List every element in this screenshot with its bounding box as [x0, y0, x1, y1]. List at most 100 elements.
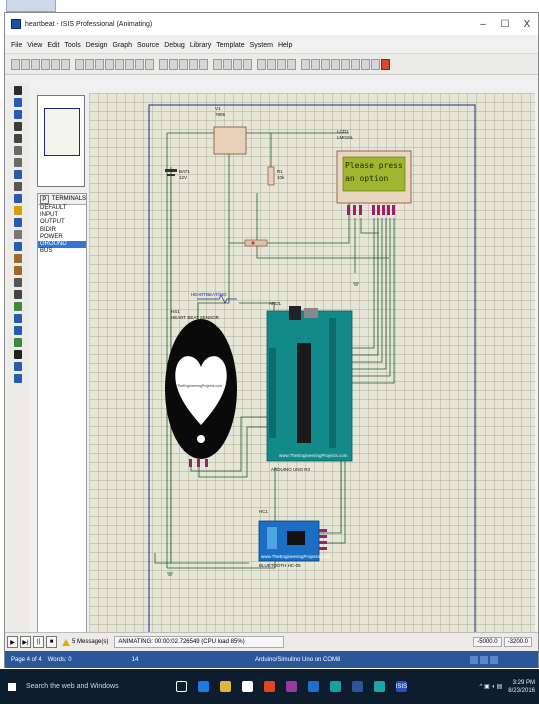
subcircuit-icon[interactable]: [14, 182, 22, 191]
rotate-cw-icon[interactable]: [14, 98, 22, 107]
bom-icon[interactable]: [361, 58, 370, 70]
task-view-icon[interactable]: [176, 681, 187, 692]
save-icon[interactable]: [31, 58, 40, 70]
read-mode-icon[interactable]: [470, 655, 478, 664]
print-icon[interactable]: [61, 58, 70, 70]
menu-view[interactable]: View: [27, 42, 43, 49]
block-move-icon[interactable]: [223, 58, 232, 70]
terminal-item-bus[interactable]: BUS: [40, 248, 53, 255]
menu-tools[interactable]: Tools: [64, 42, 81, 49]
new-sheet-icon[interactable]: [331, 58, 340, 70]
grid-icon[interactable]: [85, 58, 94, 70]
stop-button[interactable]: ■: [46, 636, 57, 648]
zoom-area-icon[interactable]: [145, 58, 154, 70]
junction-icon[interactable]: [14, 134, 22, 143]
web-layout-icon[interactable]: [490, 655, 498, 664]
terminal-item-ground[interactable]: GROUND: [38, 240, 86, 249]
search-tag-icon[interactable]: [311, 58, 320, 70]
zoom-in-icon[interactable]: [115, 58, 124, 70]
taskbar-search[interactable]: Search the web and Windows: [26, 683, 119, 690]
bus-icon[interactable]: [14, 170, 22, 179]
title-bar[interactable]: heartbeat - ISIS Professional (Animating…: [5, 13, 538, 35]
menu-graph[interactable]: Graph: [112, 42, 132, 49]
schematic-canvas[interactable]: V1 7805 BAT1 12V R1 10k Please press an …: [89, 93, 535, 641]
winrar-icon[interactable]: [286, 681, 297, 692]
pick-devices-button[interactable]: P: [40, 194, 49, 204]
terminal-item-default[interactable]: DEFAULT: [40, 205, 67, 211]
undo-icon[interactable]: [159, 58, 168, 70]
menu-edit[interactable]: Edit: [47, 42, 60, 49]
word-word-count[interactable]: Words: 0: [47, 656, 72, 663]
export-icon[interactable]: [51, 58, 60, 70]
isis-taskbar-icon[interactable]: ISIS: [396, 681, 407, 692]
redo-icon[interactable]: [169, 58, 178, 70]
new-file-icon[interactable]: [11, 58, 20, 70]
decompose-icon[interactable]: [287, 58, 296, 70]
tray-icons[interactable]: ^ ▣ ◖ ▤: [479, 684, 503, 690]
block-delete-icon[interactable]: [243, 58, 252, 70]
file-explorer-icon[interactable]: [220, 681, 231, 692]
block-copy-icon[interactable]: [213, 58, 222, 70]
terminal-item-power[interactable]: POWER: [40, 233, 63, 240]
device-pins-icon[interactable]: [14, 206, 22, 215]
cut-icon[interactable]: [179, 58, 188, 70]
exit-to-parent-icon[interactable]: [351, 58, 360, 70]
ares-taskbar-icon[interactable]: [374, 681, 385, 692]
path-icon[interactable]: [14, 338, 22, 347]
terminals-icon[interactable]: [14, 194, 22, 203]
arc-icon[interactable]: [14, 326, 22, 335]
menu-help[interactable]: Help: [277, 42, 293, 49]
pick-device-icon[interactable]: [257, 58, 266, 70]
graph-icon[interactable]: [14, 218, 22, 227]
symbol-icon[interactable]: [14, 362, 22, 371]
make-device-icon[interactable]: [267, 58, 276, 70]
close-button[interactable]: X: [523, 18, 531, 30]
office-icon[interactable]: [264, 681, 275, 692]
text-icon[interactable]: [14, 350, 22, 359]
selection-mode-icon[interactable]: [14, 86, 22, 95]
menu-file[interactable]: File: [11, 42, 23, 49]
ares-icon[interactable]: [381, 58, 390, 70]
menu-debug[interactable]: Debug: [164, 42, 185, 49]
word-icon[interactable]: [352, 681, 363, 692]
terminal-item-output[interactable]: OUTPUT: [40, 219, 65, 226]
message-indicator[interactable]: 5 Message(s): [62, 638, 108, 646]
arduino-icon[interactable]: [330, 681, 341, 692]
pause-button[interactable]: ||: [33, 636, 44, 648]
copy-icon[interactable]: [189, 58, 198, 70]
taskbar-clock[interactable]: 3:29 PM 8/23/2016: [508, 679, 535, 695]
maximize-button[interactable]: ☐: [500, 18, 510, 30]
overview-window[interactable]: [37, 95, 85, 187]
play-button[interactable]: ▶: [7, 636, 18, 648]
outlook-icon[interactable]: [308, 681, 319, 692]
refresh-icon[interactable]: [75, 58, 84, 70]
rotate-ccw-icon[interactable]: [14, 110, 22, 119]
generator-icon[interactable]: [14, 242, 22, 251]
tape-recorder-icon[interactable]: [14, 230, 22, 239]
menu-source[interactable]: Source: [137, 42, 160, 49]
terminal-item-bidir[interactable]: BIDIR: [40, 226, 57, 233]
menu-system[interactable]: System: [249, 42, 273, 49]
windows-start-icon[interactable]: [8, 682, 16, 691]
block-rotate-icon[interactable]: [233, 58, 242, 70]
word-page-count[interactable]: Page 4 of 4: [11, 656, 42, 663]
zoom-all-icon[interactable]: [135, 58, 144, 70]
open-file-icon[interactable]: [21, 58, 30, 70]
current-probe-icon[interactable]: [14, 266, 22, 275]
box-icon[interactable]: [14, 302, 22, 311]
wire-autorouter-icon[interactable]: [301, 58, 310, 70]
store-icon[interactable]: [242, 681, 253, 692]
zoom-out-icon[interactable]: [125, 58, 134, 70]
edge-icon[interactable]: [198, 681, 209, 692]
package-tool-icon[interactable]: [277, 58, 286, 70]
wire-label-icon[interactable]: [14, 146, 22, 155]
marker-icon[interactable]: [14, 374, 22, 383]
print-layout-icon[interactable]: [480, 655, 488, 664]
erc-icon[interactable]: [371, 58, 380, 70]
menu-library[interactable]: Library: [189, 42, 212, 49]
origin-icon[interactable]: [95, 58, 104, 70]
property-tool-icon[interactable]: [321, 58, 330, 70]
line-icon[interactable]: [14, 290, 22, 299]
virtual-instrument-icon[interactable]: [14, 278, 22, 287]
voltage-probe-icon[interactable]: [14, 254, 22, 263]
